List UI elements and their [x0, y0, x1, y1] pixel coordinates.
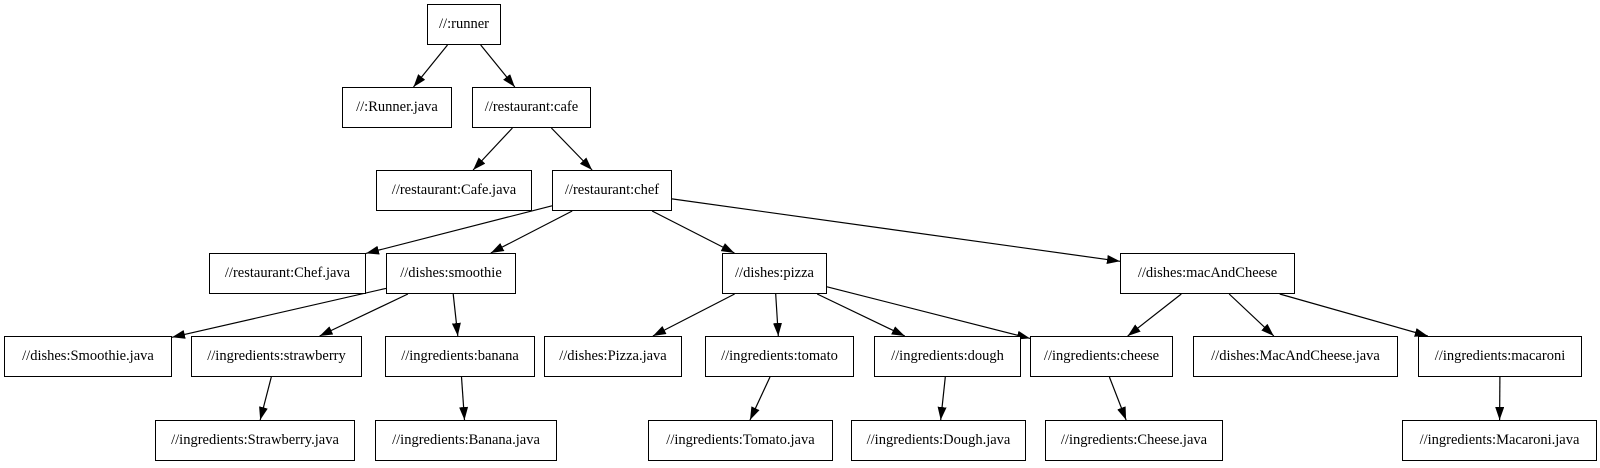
dependency-edge-chef-to-pizza: [651, 210, 735, 254]
dependency-edge-pizza-to-cheese: [826, 286, 1031, 340]
edge-group: [171, 44, 1505, 421]
dependency-edge-smoothie-to-strawberry: [319, 293, 409, 337]
dependency-edge-cafe-to-chef: [550, 127, 593, 171]
graph-node-runner: //:runner: [427, 4, 501, 45]
dependency-edge-runner-to-runner_java: [413, 44, 448, 88]
graph-node-cafe: //restaurant:cafe: [472, 87, 591, 128]
dependency-edge-smoothie-to-banana: [451, 293, 461, 337]
graph-node-runner_java: //:Runner.java: [342, 87, 452, 128]
graph-node-macandcheese: //dishes:macAndCheese: [1120, 253, 1295, 294]
graph-node-cheese: //ingredients:cheese: [1030, 336, 1173, 377]
dependency-edge-pizza-to-pizza_java: [652, 293, 735, 337]
dependency-edge-chef-to-smoothie: [490, 210, 573, 254]
graph-node-banana_java: //ingredients:Banana.java: [375, 420, 557, 461]
graph-node-tomato_java: //ingredients:Tomato.java: [648, 420, 833, 461]
graph-node-smoothie: //dishes:smoothie: [386, 253, 516, 294]
graph-node-banana: //ingredients:banana: [385, 336, 535, 377]
dependency-edge-tomato-to-tomato_java: [749, 376, 771, 421]
dependency-edge-chef-to-chef_java: [365, 205, 553, 255]
graph-node-macandcheese_java: //dishes:MacAndCheese.java: [1193, 336, 1398, 377]
graph-node-cafe_java: //restaurant:Cafe.java: [376, 170, 532, 211]
graph-node-dough_java: //ingredients:Dough.java: [851, 420, 1026, 461]
graph-node-tomato: //ingredients:tomato: [705, 336, 854, 377]
dependency-edge-pizza-to-dough: [816, 293, 906, 337]
dependency-edge-banana-to-banana_java: [459, 376, 469, 421]
dependency-edge-dough-to-dough_java: [937, 376, 947, 421]
dependency-edge-macandcheese-to-cheese: [1127, 293, 1182, 337]
graph-node-cheese_java: //ingredients:Cheese.java: [1045, 420, 1223, 461]
graph-node-chef: //restaurant:chef: [552, 170, 672, 211]
graph-node-pizza: //dishes:pizza: [722, 253, 827, 294]
graph-node-strawberry: //ingredients:strawberry: [191, 336, 362, 377]
graph-node-macaroni_java: //ingredients:Macaroni.java: [1402, 420, 1597, 461]
dependency-edge-chef-to-macandcheese: [671, 198, 1121, 264]
dependency-edge-cafe-to-cafe_java: [472, 127, 513, 171]
dependency-edge-cheese-to-cheese_java: [1108, 376, 1127, 421]
graph-node-dough: //ingredients:dough: [874, 336, 1021, 377]
dependency-edge-macandcheese-to-macandcheese_java: [1228, 293, 1275, 337]
dependency-edge-runner-to-cafe: [480, 44, 516, 88]
dependency-edge-pizza-to-tomato: [773, 293, 782, 337]
graph-node-pizza_java: //dishes:Pizza.java: [544, 336, 682, 377]
graph-node-chef_java: //restaurant:Chef.java: [209, 253, 366, 294]
dependency-edge-macandcheese-to-macaroni: [1279, 293, 1428, 337]
graph-node-smoothie_java: //dishes:Smoothie.java: [4, 336, 172, 377]
dependency-edge-smoothie-to-smoothie_java: [171, 287, 387, 339]
graph-node-macaroni: //ingredients:macaroni: [1418, 336, 1582, 377]
graph-node-strawberry_java: //ingredients:Strawberry.java: [155, 420, 355, 461]
dependency-edge-strawberry-to-strawberry_java: [259, 376, 272, 421]
